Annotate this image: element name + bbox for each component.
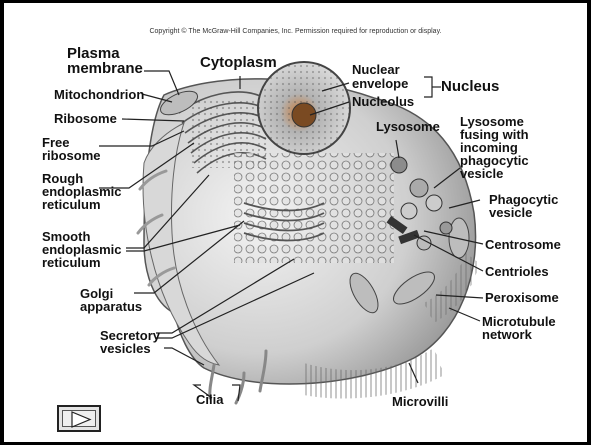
label-rough-er-3: reticulum — [42, 198, 101, 211]
label-plasma-membrane-1: Plasma — [67, 46, 120, 61]
label-phagocytic-2: vesicle — [489, 206, 532, 219]
nucleus — [258, 62, 350, 154]
label-nuclear-envelope-2: envelope — [352, 77, 408, 90]
label-microtubule-2: network — [482, 328, 532, 341]
label-nucleus: Nucleus — [441, 80, 499, 93]
label-lysosome-fusing-5: vesicle — [460, 167, 503, 180]
label-microvilli: Microvilli — [392, 395, 448, 408]
label-centrioles: Centrioles — [485, 265, 549, 278]
label-free-ribosome-2: ribosome — [42, 149, 101, 162]
next-slide-button[interactable] — [57, 405, 101, 432]
label-mitochondrion: Mitochondrion — [54, 88, 144, 101]
slide-canvas: Copyright © The McGraw-Hill Companies, I… — [4, 3, 587, 442]
label-nucleolus: Nucleolus — [352, 95, 414, 108]
label-secretory-2: vesicles — [100, 342, 151, 355]
label-cytoplasm: Cytoplasm — [200, 55, 277, 70]
label-plasma-membrane-2: membrane — [67, 61, 143, 76]
label-peroxisome: Peroxisome — [485, 291, 559, 304]
play-triangle-icon — [63, 411, 97, 428]
label-centrosome: Centrosome — [485, 238, 561, 251]
label-ribosome: Ribosome — [54, 112, 117, 125]
next-button-face — [62, 410, 96, 427]
label-cilia: Cilia — [196, 393, 223, 406]
label-lysosome: Lysosome — [376, 120, 440, 133]
label-nuclear-envelope-1: Nuclear — [352, 63, 400, 76]
label-golgi-2: apparatus — [80, 300, 142, 313]
label-smooth-er-3: reticulum — [42, 256, 101, 269]
